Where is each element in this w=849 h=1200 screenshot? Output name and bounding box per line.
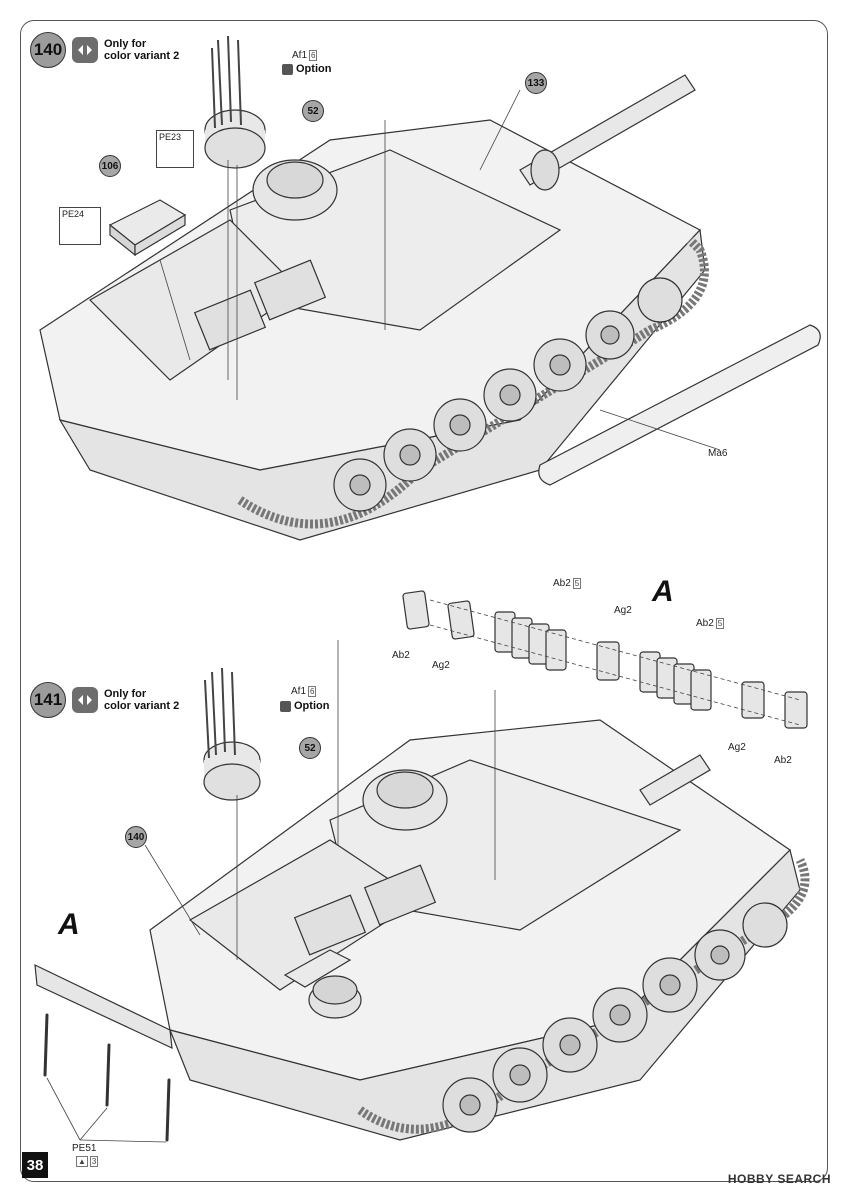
- inset-pe24: PE24: [59, 207, 101, 245]
- watermark: HOBBY SEARCH: [727, 1172, 831, 1186]
- callout-52: 52: [299, 737, 321, 759]
- page-number: 38: [22, 1152, 48, 1178]
- option-label: Option: [282, 63, 331, 75]
- part-label-pe51: PE51: [72, 1143, 97, 1154]
- detail-label-a: A: [652, 575, 674, 608]
- part-tag-pe51: ▲3: [76, 1156, 99, 1167]
- track-links-detail: [402, 590, 808, 729]
- step-number: 141: [30, 682, 66, 718]
- swap-icon: [72, 687, 98, 713]
- spare-track-strip: [34, 963, 173, 1049]
- part-label-ag2: Ag2: [614, 605, 632, 616]
- part-label-ag2: Ag2: [728, 742, 746, 753]
- part-label-ab2: Ab2: [392, 650, 410, 661]
- detail-label-a: A: [58, 908, 80, 941]
- swap-icon: [72, 37, 98, 63]
- option-icon: [282, 63, 293, 75]
- callout-52: 52: [302, 100, 324, 122]
- gun-barrel-140: [519, 74, 696, 186]
- option-icon: [280, 700, 291, 712]
- part-label-ma6: Ma6: [708, 448, 728, 459]
- hatch-140a: [193, 289, 267, 351]
- callout-140: 140: [125, 826, 147, 848]
- part-label-ab2: Ab2: [774, 755, 792, 766]
- hatch-140b: [253, 259, 327, 321]
- part-label-ag2: Ag2: [432, 660, 450, 671]
- option-label: Option: [280, 700, 329, 712]
- callout-133: 133: [525, 72, 547, 94]
- step-number: 140: [30, 32, 66, 68]
- callout-106: 106: [99, 155, 121, 177]
- inset-pe23: PE23: [156, 130, 194, 168]
- log-ma6: [538, 324, 821, 486]
